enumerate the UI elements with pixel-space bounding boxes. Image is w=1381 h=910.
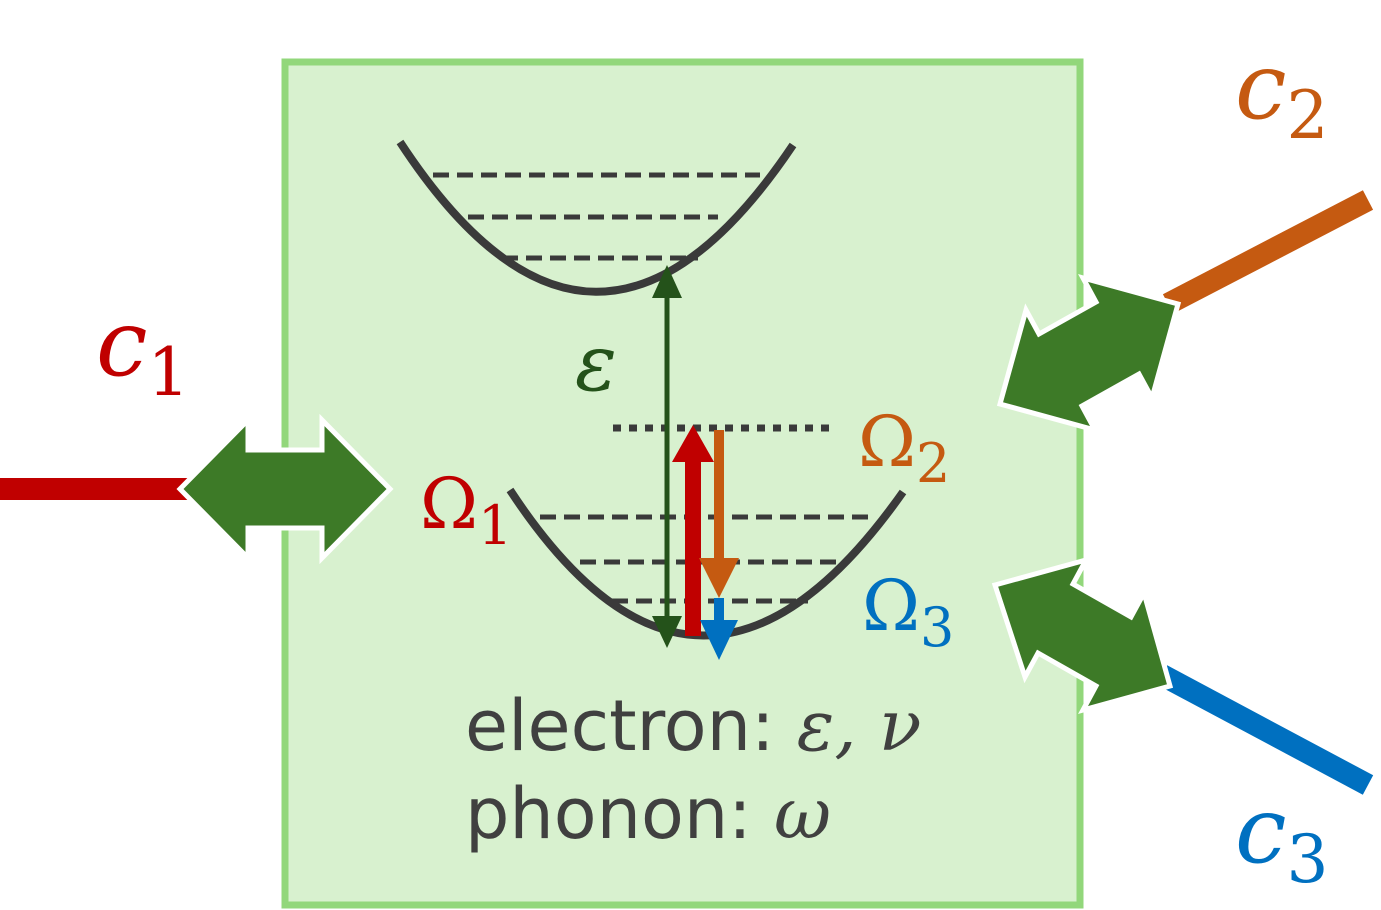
upper-potential-curve [396,139,797,296]
phonon-params-label: phonon: ω [465,773,831,855]
omega-1-label: Ω1 [420,463,512,557]
omega-3-arrow [700,598,738,660]
channel-line-3 [1156,665,1374,795]
double-arrow-icon-3 [991,556,1174,714]
omega-3-label: Ω3 [862,565,954,659]
double-arrow-icon-1 [176,413,394,565]
lower-potential-curve [506,487,907,640]
channel-label-1: c1 [96,290,190,411]
system-box [281,58,1084,909]
epsilon-label: ε [575,319,617,409]
double-arrow-icon-2 [996,274,1182,434]
electron-params-label: electron: ε, ν [465,685,921,767]
epsilon-arrow [652,265,682,648]
channel-line-2 [1162,190,1374,314]
omega-1-arrow [672,425,714,636]
channel-label-2: c2 [1235,33,1329,154]
channel-label-3: c3 [1235,777,1329,898]
omega-2-arrow [699,430,739,598]
omega-2-label: Ω2 [858,401,950,495]
